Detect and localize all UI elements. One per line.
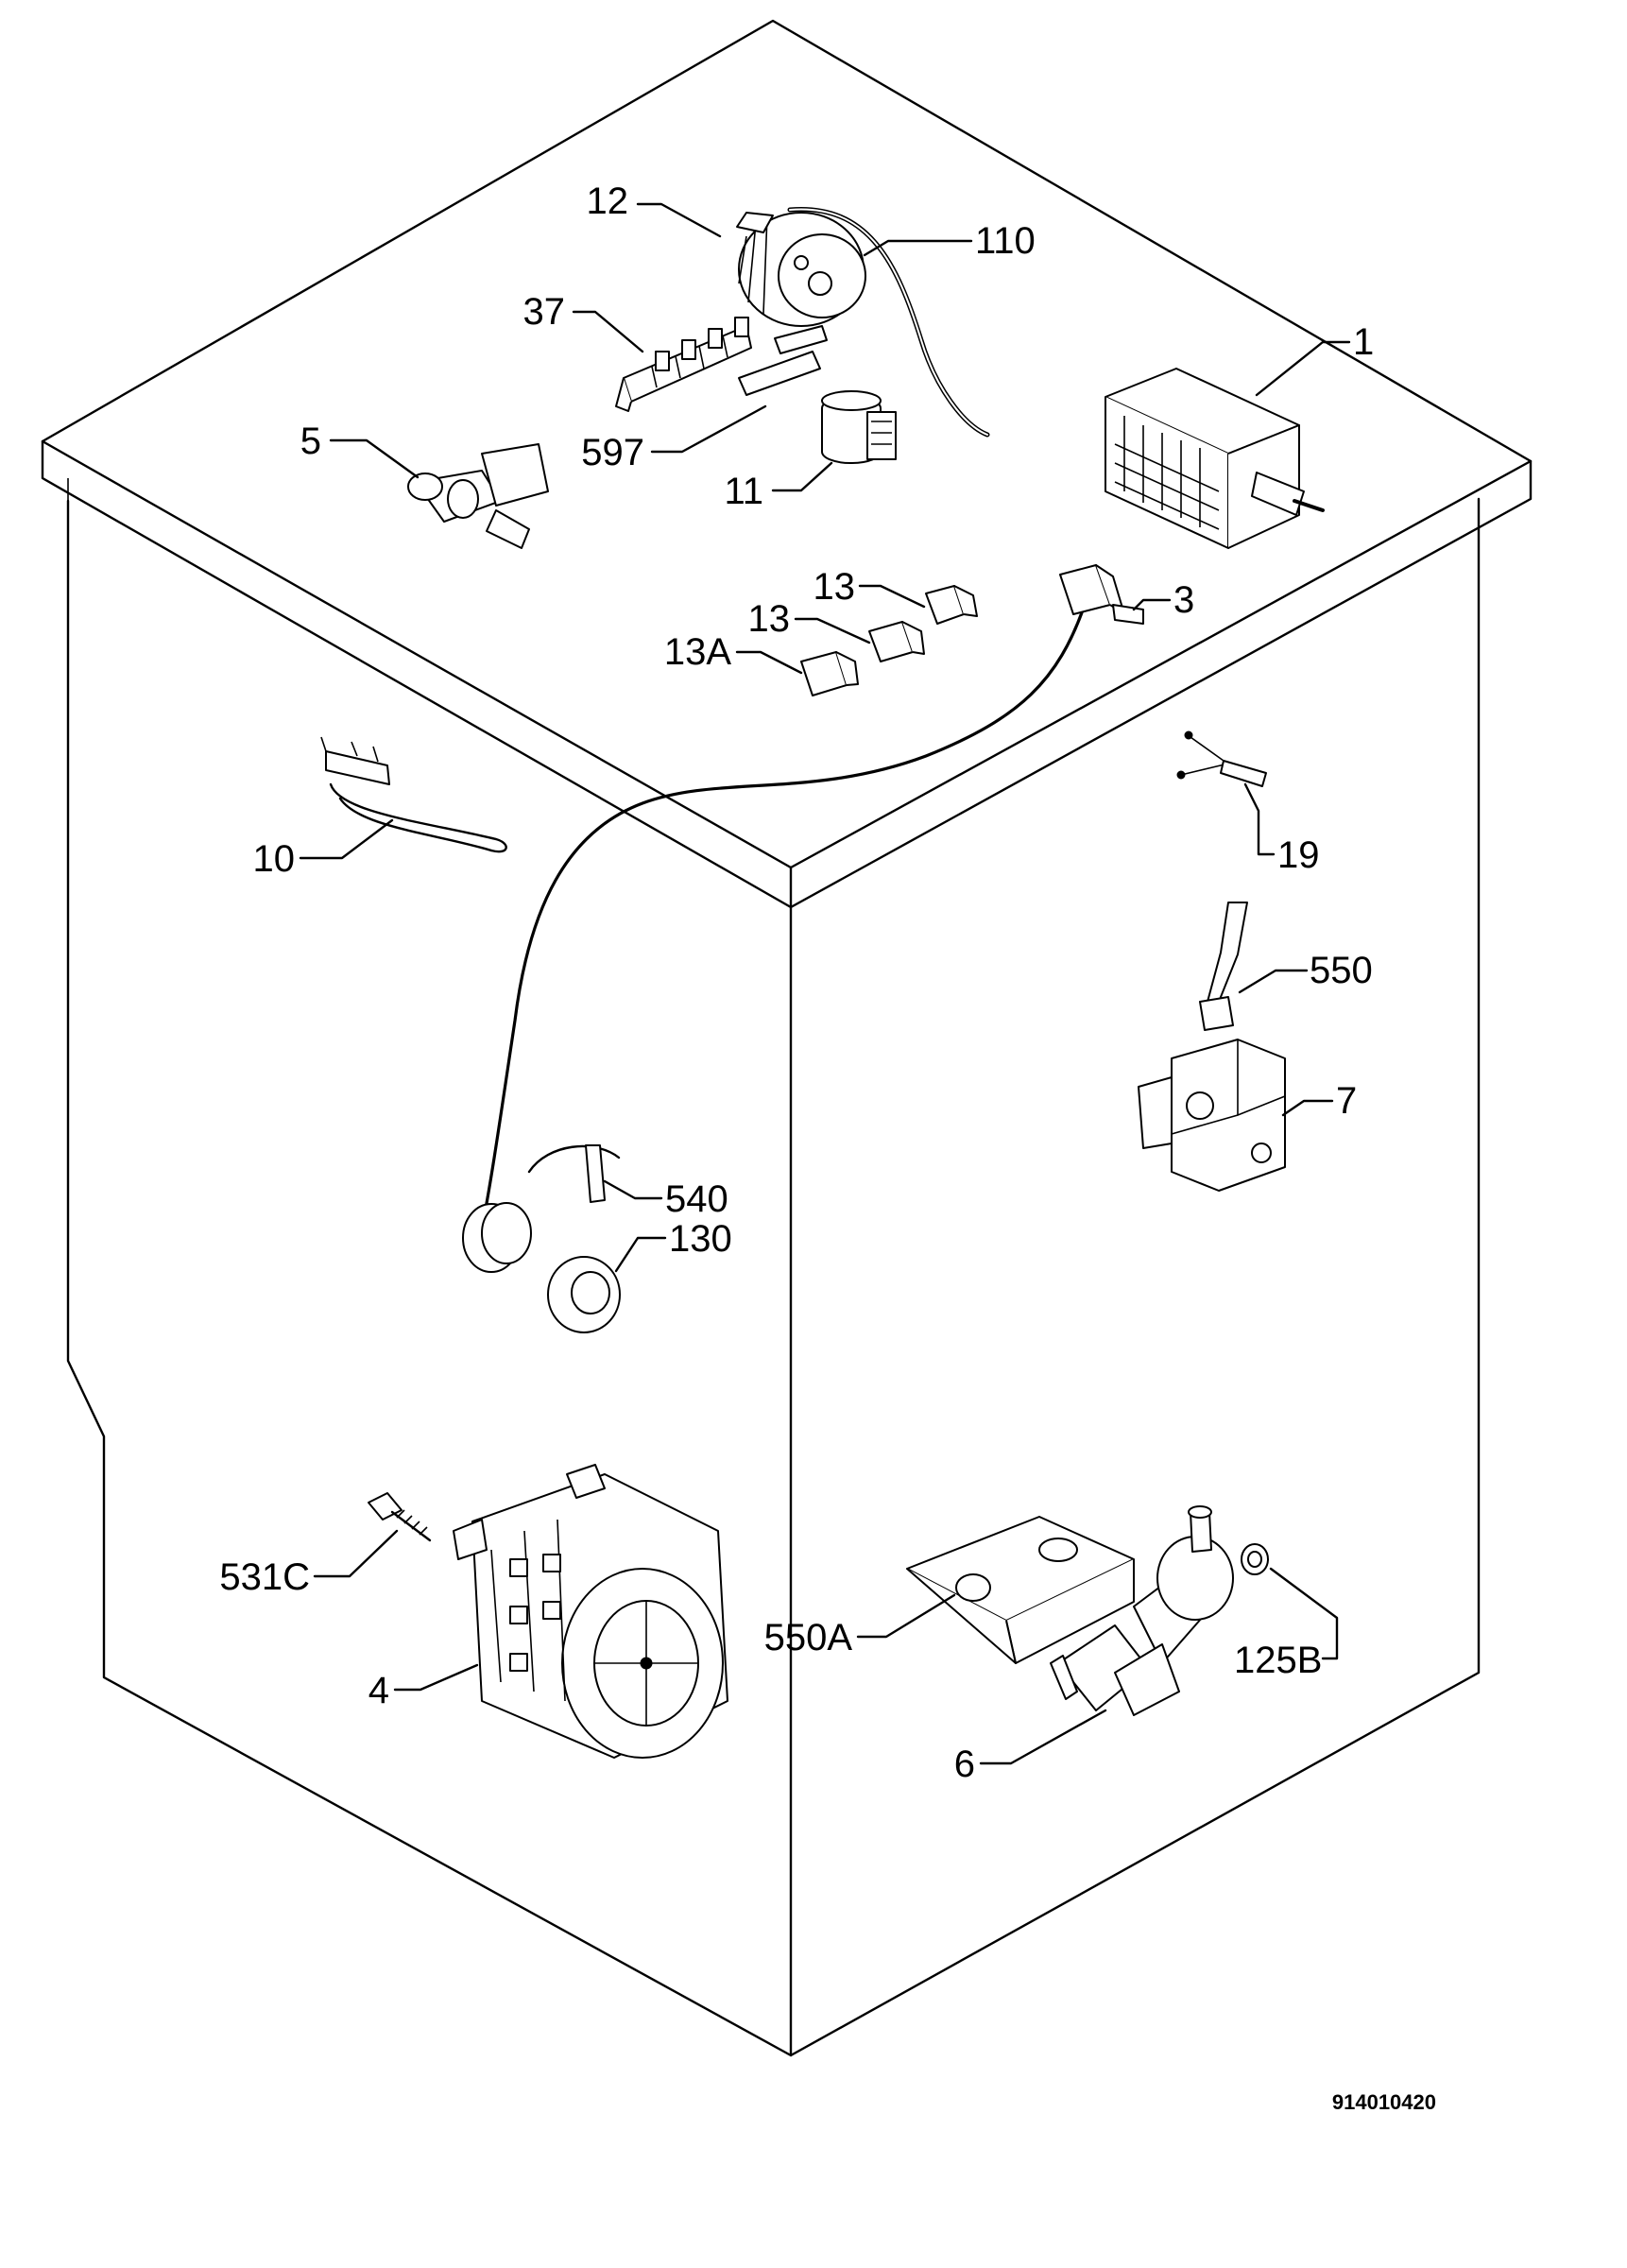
pressure-hose-part — [787, 207, 990, 438]
motor-bolt-part — [368, 1492, 432, 1542]
callout-10: 10 — [253, 838, 296, 880]
callout-597: 597 — [581, 432, 644, 473]
callout-37: 37 — [523, 291, 566, 333]
callout-540: 540 — [665, 1178, 728, 1220]
callout-5: 5 — [300, 421, 321, 462]
callout-1: 1 — [1353, 321, 1374, 363]
connector-13-part — [925, 585, 978, 625]
terminal-block-part — [615, 317, 752, 412]
leader-lines — [299, 202, 1351, 1765]
callout-125B: 125B — [1234, 1640, 1322, 1681]
programme-selector-part — [1105, 368, 1325, 549]
door-lock-part — [1138, 1039, 1286, 1192]
callout-550: 550 — [1310, 950, 1373, 991]
heating-element-part — [320, 736, 507, 853]
cable-grommet-part — [462, 1202, 621, 1333]
motor-part — [453, 1464, 728, 1759]
pump-cover-part — [906, 1516, 1135, 1664]
capacitor-part — [821, 390, 897, 464]
callout-13-lower: 13 — [748, 598, 791, 640]
cabinet-outline — [41, 19, 1533, 2057]
callout-531C: 531C — [219, 1556, 310, 1598]
callout-110: 110 — [975, 220, 1036, 262]
callout-7: 7 — [1336, 1080, 1357, 1122]
pump-seal-part — [1241, 1543, 1269, 1575]
connector-13-part-2 — [868, 621, 925, 662]
callout-6: 6 — [954, 1744, 975, 1785]
callout-130: 130 — [669, 1218, 732, 1260]
drain-pump-part — [1050, 1505, 1234, 1716]
callout-3: 3 — [1173, 579, 1194, 621]
switch-bracket-part — [738, 325, 828, 396]
callout-550A: 550A — [764, 1617, 853, 1658]
callout-13A: 13A — [664, 631, 731, 673]
water-valve-part — [407, 443, 549, 549]
callout-labels: 12 110 37 1 5 597 11 13 3 13 13A 19 10 5… — [219, 180, 1374, 1785]
hose-clamp-part — [527, 1144, 621, 1203]
mains-switch-part — [1059, 564, 1144, 625]
callout-4: 4 — [368, 1670, 389, 1711]
callout-19: 19 — [1277, 834, 1320, 876]
callout-12: 12 — [587, 180, 629, 222]
document-reference-number: 914010420 — [1332, 2090, 1436, 2114]
door-lock-wire-part — [1199, 902, 1248, 1031]
wiring-harness-cable — [480, 603, 1087, 1230]
pressure-switch-part — [736, 212, 866, 327]
callout-13-upper: 13 — [814, 566, 856, 608]
connector-13a-part — [800, 651, 859, 696]
callout-11: 11 — [724, 471, 763, 512]
temperature-sensor-part — [1176, 730, 1267, 787]
